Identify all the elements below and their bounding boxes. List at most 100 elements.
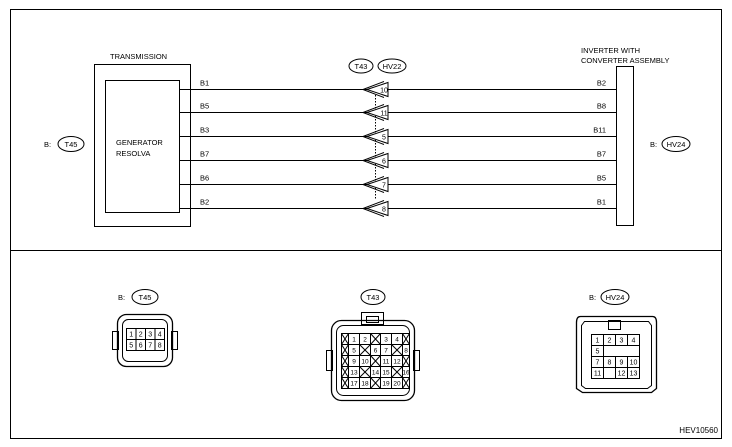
left-connector-tag: T45 bbox=[65, 140, 78, 149]
hv24-pin-number: 8 bbox=[608, 360, 612, 367]
t43-pin-number: 19 bbox=[382, 381, 390, 388]
generator-label-line2: RESOLVA bbox=[116, 149, 150, 158]
hv24-blank-region bbox=[603, 345, 640, 357]
hv24-pin-number: 4 bbox=[632, 338, 636, 345]
hv24-pin-number: 10 bbox=[630, 360, 638, 367]
hv24-pin-number: 1 bbox=[596, 338, 600, 345]
t45-tag: T45 bbox=[139, 293, 152, 302]
t45-pin-number: 8 bbox=[158, 343, 162, 350]
junction-pin-number: 6 bbox=[382, 159, 386, 166]
t45-prefix: B: bbox=[118, 293, 125, 302]
t45-pin-number: 3 bbox=[148, 332, 152, 339]
t43-lock-tab bbox=[361, 312, 384, 325]
t45-pin-number: 5 bbox=[129, 343, 133, 350]
right-pin-label: B1 bbox=[597, 198, 606, 207]
right-pin-label: B7 bbox=[597, 150, 606, 159]
junction-chevron bbox=[362, 176, 385, 185]
junction-pin-number: 10 bbox=[380, 88, 388, 95]
hv24-pin-number: 3 bbox=[620, 338, 624, 345]
t43-blank-cell-mark bbox=[370, 377, 381, 389]
t45-pin-cell bbox=[154, 339, 165, 351]
t43-blank-cell-mark bbox=[359, 366, 371, 378]
junction-pin-number: 7 bbox=[382, 183, 386, 190]
t43-lock-tab-inner bbox=[366, 316, 379, 323]
t43-pin-number: 17 bbox=[350, 381, 358, 388]
junction-pin-number: 8 bbox=[382, 207, 386, 214]
t43-blank-cell-mark bbox=[341, 355, 349, 367]
t43-blank-cell-mark bbox=[402, 355, 410, 367]
hv24-pin-number: 13 bbox=[630, 371, 638, 378]
t45-pin-number: 6 bbox=[139, 343, 143, 350]
hv24-prefix: B: bbox=[589, 293, 596, 302]
t43-pin-number: 13 bbox=[350, 370, 358, 377]
inverter-box bbox=[616, 66, 634, 226]
right-connector-tag: HV24 bbox=[667, 140, 686, 149]
inverter-label-line1: INVERTER WITH bbox=[581, 46, 640, 55]
t43-blank-cell-mark bbox=[341, 333, 349, 345]
right-pin-label: B8 bbox=[597, 102, 606, 111]
t43-pin-number: 2 bbox=[363, 337, 367, 344]
left-pin-label: B7 bbox=[200, 150, 209, 159]
t43-left-latch bbox=[326, 350, 333, 371]
junction-tag-a-oval bbox=[348, 58, 374, 74]
generator-resolva-box bbox=[105, 80, 180, 213]
hv24-tag-oval bbox=[600, 289, 630, 305]
transmission-box bbox=[94, 64, 191, 227]
hv24-pin-cell bbox=[627, 367, 640, 379]
t43-pin-number: 7 bbox=[384, 348, 388, 355]
t45-housing bbox=[116, 313, 174, 368]
t43-housing bbox=[330, 319, 416, 402]
left-pin-label: B1 bbox=[200, 79, 209, 88]
hv24-pin-number: 11 bbox=[594, 371, 601, 378]
junction-tag-a: T43 bbox=[355, 62, 368, 71]
left-pin-label: B2 bbox=[200, 198, 209, 207]
junction-chevron bbox=[362, 89, 385, 98]
t43-pin-number: 20 bbox=[393, 381, 401, 388]
t43-blank-cell-mark bbox=[359, 344, 371, 356]
hv24-pin-number: 12 bbox=[618, 371, 626, 378]
t45-left-latch bbox=[112, 331, 119, 350]
t43-pin-number: 10 bbox=[361, 359, 369, 366]
hv24-tag: HV24 bbox=[606, 293, 625, 302]
right-connector-prefix: B: bbox=[650, 140, 657, 149]
left-pin-label: B6 bbox=[200, 174, 209, 183]
t43-pin-cell bbox=[402, 377, 410, 389]
junction-chevron bbox=[362, 136, 385, 145]
junction-chevron bbox=[362, 200, 385, 209]
t45-pin-number: 1 bbox=[129, 332, 133, 339]
t45-tag-oval bbox=[131, 289, 159, 305]
junction-tag-b-oval bbox=[377, 58, 407, 74]
t43-pin-number: 14 bbox=[372, 370, 380, 377]
t45-pin-number: 4 bbox=[158, 332, 162, 339]
junction-terminal bbox=[365, 104, 389, 121]
junction-terminal bbox=[365, 200, 389, 217]
t43-pin-number: 5 bbox=[352, 348, 356, 355]
t43-blank-cell-mark bbox=[391, 344, 403, 356]
t43-pin-number: 3 bbox=[384, 337, 388, 344]
left-pin-label: B5 bbox=[200, 102, 209, 111]
t45-pin-number: 7 bbox=[148, 343, 152, 350]
hv24-pin-cell bbox=[603, 367, 616, 379]
hv24-lock-tab bbox=[608, 320, 621, 330]
t43-pin-number: 1 bbox=[352, 337, 356, 344]
t45-pin-number: 2 bbox=[139, 332, 143, 339]
junction-tag-b: HV22 bbox=[383, 62, 402, 71]
t43-blank-cell-mark bbox=[391, 366, 403, 378]
junction-chevron bbox=[362, 128, 385, 137]
hv24-housing-inner bbox=[581, 321, 652, 389]
t43-pin-number: 15 bbox=[382, 370, 390, 377]
t43-blank-cell-mark bbox=[341, 377, 349, 389]
t43-blank-cell-mark bbox=[370, 333, 381, 345]
t43-pin-number: 12 bbox=[393, 359, 401, 366]
junction-pin-number: 11 bbox=[380, 111, 387, 118]
t43-tag: T43 bbox=[367, 293, 380, 302]
hv24-pin-number: 2 bbox=[608, 338, 612, 345]
left-connector-tag-oval bbox=[57, 136, 85, 152]
junction-chevron bbox=[362, 184, 385, 193]
left-pin-label: B3 bbox=[200, 126, 209, 135]
junction-terminal bbox=[365, 176, 389, 193]
